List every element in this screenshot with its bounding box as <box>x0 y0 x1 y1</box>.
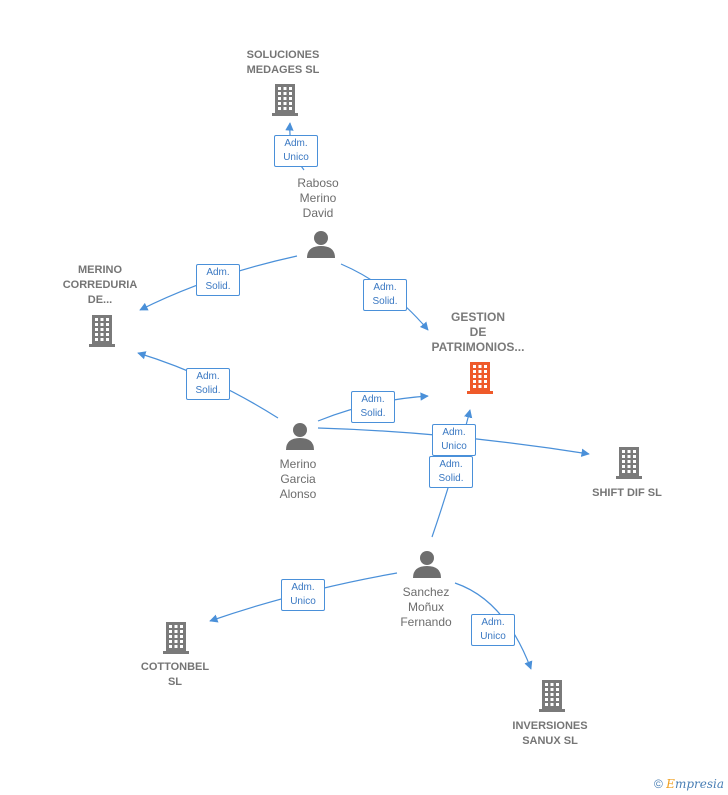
building-icon-cottonbel[interactable] <box>163 622 189 654</box>
edge-badge-raboso-gestion[interactable]: Adm. Solid. <box>363 279 407 311</box>
edge-badge-merino-garcia-shift[interactable]: Adm. Unico <box>432 424 476 456</box>
building-icon-gestion[interactable] <box>467 362 493 394</box>
node-label-soluciones[interactable]: SOLUCIONES MEDAGES SL <box>246 49 320 76</box>
building-icon-merino-correduria[interactable] <box>89 315 115 347</box>
node-layer <box>89 84 642 712</box>
person-icon-merino-garcia[interactable] <box>286 423 314 450</box>
edge-badge-sanchez-cottonbel[interactable]: Adm. Unico <box>281 579 325 611</box>
edge-badge-raboso-merino-correduria[interactable]: Adm. Solid. <box>196 264 240 296</box>
node-label-merino-garcia[interactable]: Merino Garcia Alonso <box>279 457 317 501</box>
building-icon-shift[interactable] <box>616 447 642 479</box>
empresia-copyright: © Empresia <box>654 777 724 791</box>
node-label-cottonbel[interactable]: COTTONBEL SL <box>140 661 210 688</box>
copyright-symbol: © <box>653 777 663 791</box>
node-label-merino-correduria[interactable]: MERINO CORREDURIA DE... <box>62 264 138 306</box>
edge-badge-merino-garcia-merino-correduria[interactable]: Adm. Solid. <box>186 368 230 400</box>
edge-badge-sanchez-gestion[interactable]: Adm. Solid. <box>429 456 473 488</box>
brand-logo-e: E <box>666 777 675 791</box>
edge-badge-raboso-soluciones[interactable]: Adm. Unico <box>274 135 318 167</box>
edge-badge-sanchez-inversiones[interactable]: Adm. Unico <box>471 614 515 646</box>
person-icon-sanchez[interactable] <box>413 551 441 578</box>
node-label-gestion[interactable]: GESTION DE PATRIMONIOS... <box>431 310 525 354</box>
building-icon-soluciones[interactable] <box>272 84 298 116</box>
edge-sanchez-inversiones <box>454 582 533 670</box>
node-label-inversiones[interactable]: INVERSIONES SANUX SL <box>512 720 588 747</box>
person-icon-raboso[interactable] <box>307 231 335 258</box>
node-label-shift[interactable]: SHIFT DIF SL <box>592 487 662 499</box>
brand-logo-text: mpresia <box>674 777 724 791</box>
node-label-raboso[interactable]: Raboso Merino David <box>297 176 339 220</box>
building-icon-inversiones[interactable] <box>539 680 565 712</box>
node-label-sanchez[interactable]: Sanchez Moñux Fernando <box>400 585 452 629</box>
edge-badge-merino-garcia-gestion[interactable]: Adm. Solid. <box>351 391 395 423</box>
